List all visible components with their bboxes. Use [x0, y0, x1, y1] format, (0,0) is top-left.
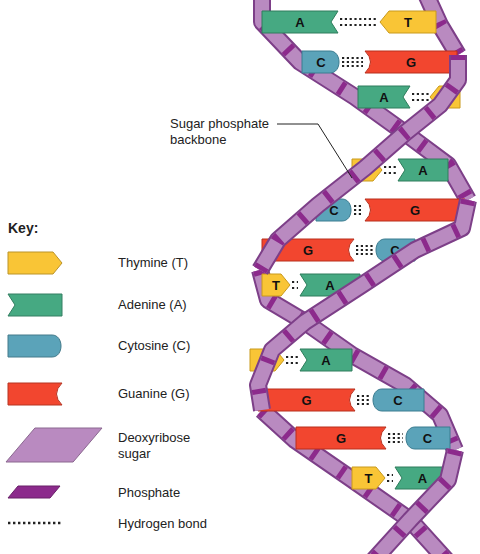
base-letter: T: [365, 472, 373, 485]
swatch-shape: [8, 294, 62, 316]
adenine-shape: [262, 11, 338, 33]
base-block: A: [398, 159, 448, 181]
legend-label: Hydrogen bond: [118, 516, 218, 532]
base-letter: A: [418, 164, 427, 177]
base-block: C: [372, 389, 424, 411]
callout-label: Sugar phosphate backbone: [170, 116, 290, 148]
swatch-shape: [8, 335, 61, 357]
phosphate-stripes: [260, 55, 458, 270]
cytosine-shape: [373, 389, 424, 411]
swatch-shape: [6, 428, 102, 462]
legend-label: Cytosine (C): [118, 338, 218, 354]
hydrogen-bond: [292, 282, 298, 288]
hydrogen-bond: [384, 167, 396, 173]
strand-front: [372, 450, 455, 554]
base-letter: A: [418, 472, 427, 485]
legend-label: Phosphate: [118, 485, 218, 501]
leader-line: [277, 124, 352, 178]
base-letter: A: [321, 354, 330, 367]
legend-swatch: [8, 335, 62, 357]
hydrogen-bond: [388, 434, 403, 442]
base-letter: A: [295, 16, 304, 29]
base-letter: C: [316, 56, 325, 69]
cytosine-shape: [302, 51, 339, 73]
guanine-shape: [365, 199, 465, 221]
base-letter: A: [379, 91, 388, 104]
thymine-shape: [262, 274, 290, 296]
hydrogen-bond: [354, 206, 363, 214]
legend-swatch: [6, 428, 102, 462]
hydrogen-bond: [412, 94, 429, 100]
swatch-shape: [8, 486, 60, 498]
base-block: A: [358, 86, 410, 108]
legend-swatch: [8, 252, 62, 274]
sugar-band: [372, 450, 455, 554]
guanine-shape: [258, 389, 355, 411]
hydrogen-bond: [342, 58, 363, 66]
guanine-shape: [365, 51, 457, 73]
base-letter: G: [406, 56, 416, 69]
base-block: T: [380, 11, 436, 33]
base-letter: C: [393, 394, 402, 407]
guanine-shape: [296, 427, 386, 449]
strand-outline: [372, 450, 455, 554]
hydrogen-bond: [387, 475, 393, 481]
phosphate-stripes: [372, 450, 455, 554]
legend-label: Deoxyribose sugar: [118, 430, 218, 462]
cytosine-shape: [406, 427, 450, 449]
adenine-shape: [300, 349, 352, 371]
base-block: G: [365, 51, 457, 73]
hydrogen-bond: [357, 396, 370, 404]
legend-label: Adenine (A): [118, 297, 218, 313]
base-letter: G: [336, 432, 346, 445]
base-block: C: [302, 51, 340, 73]
legend-label: Thymine (T): [118, 255, 218, 271]
sugar-band: [260, 55, 458, 270]
legend-swatch: [8, 486, 60, 498]
base-letter: G: [410, 204, 420, 217]
legend-swatch: [8, 294, 62, 316]
hydrogen-bond: [356, 246, 373, 254]
legend-heading: Key:: [8, 220, 68, 236]
legend-swatch: [8, 383, 62, 405]
adenine-shape: [398, 159, 448, 181]
adenine-shape: [358, 86, 410, 108]
strand-front: [260, 55, 458, 270]
base-block: A: [262, 11, 338, 33]
base-block: G: [296, 427, 386, 449]
thymine-shape: [352, 467, 385, 489]
strand-outline: [260, 55, 458, 270]
swatch-shape: [8, 252, 62, 274]
swatch-shape: [8, 383, 62, 405]
base-block: G: [258, 389, 355, 411]
base-block: A: [300, 349, 352, 371]
base-block: T: [262, 274, 290, 296]
base-letter: G: [303, 244, 313, 257]
base-block: C: [405, 427, 450, 449]
hydrogen-bond: [340, 19, 378, 25]
base-letter: A: [325, 279, 334, 292]
swatch-shape: [8, 522, 62, 524]
legend-swatch: [8, 521, 62, 525]
base-letter: C: [423, 432, 432, 445]
base-letter: T: [272, 279, 280, 292]
hydrogen-bond: [286, 357, 298, 363]
base-letter: G: [301, 394, 311, 407]
base-block: T: [352, 467, 385, 489]
base-letter: T: [404, 16, 412, 29]
thymine-shape: [380, 11, 436, 33]
base-block: G: [365, 199, 465, 221]
legend-label: Guanine (G): [118, 386, 218, 402]
